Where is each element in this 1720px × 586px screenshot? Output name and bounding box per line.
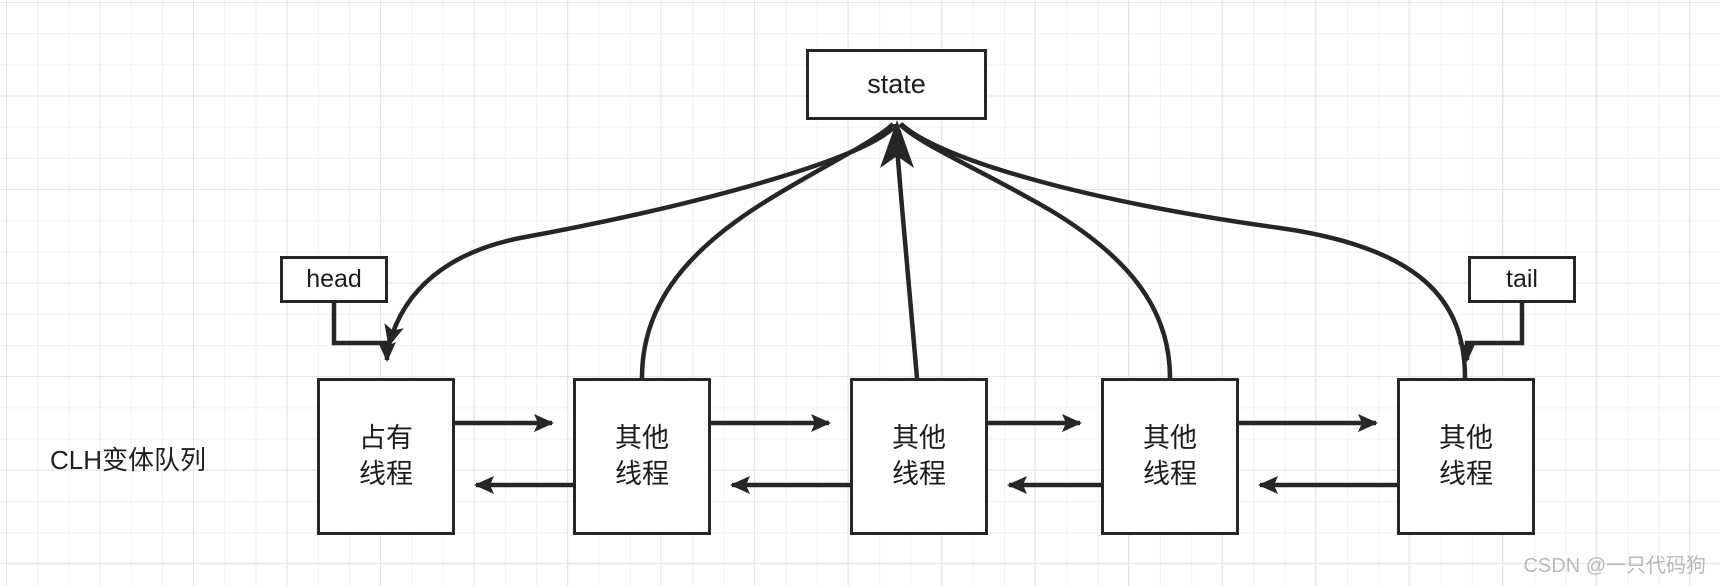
watermark-label: CSDN @一只代码狗 bbox=[1523, 555, 1706, 577]
edge-queue-node-2-to-state bbox=[639, 122, 895, 379]
queue-node-3-label: 其他 线程 bbox=[892, 423, 946, 489]
diagram-title-label: CLH变体队列 bbox=[50, 445, 207, 475]
edge-tail-to-queue-node-5 bbox=[1458, 303, 1525, 362]
node-state-label: state bbox=[867, 68, 926, 99]
node-tail-label: tail bbox=[1506, 265, 1538, 294]
edge-head-to-queue-node-1 bbox=[331, 303, 396, 362]
state-arrowhead-icon bbox=[880, 120, 914, 168]
queue-node-2[interactable]: 其他 线程 bbox=[573, 378, 711, 535]
queue-node-4-label: 其他 线程 bbox=[1143, 423, 1197, 489]
node-state[interactable]: state bbox=[806, 49, 987, 120]
queue-node-2-label: 其他 线程 bbox=[615, 423, 669, 489]
node-head-label: head bbox=[306, 265, 362, 294]
edge-state-to-queue-node-1 bbox=[384, 126, 895, 347]
edge-queue-node-3-to-state bbox=[892, 123, 920, 379]
queue-node-5[interactable]: 其他 线程 bbox=[1397, 378, 1535, 535]
edge-queue-node-5-to-state bbox=[899, 122, 1468, 379]
queue-node-1-label: 占有 线程 bbox=[359, 423, 413, 489]
queue-node-1[interactable]: 占有 线程 bbox=[317, 378, 455, 535]
queue-node-4[interactable]: 其他 线程 bbox=[1101, 378, 1239, 535]
node-head[interactable]: head bbox=[280, 256, 388, 303]
node-tail[interactable]: tail bbox=[1468, 256, 1576, 303]
queue-node-5-label: 其他 线程 bbox=[1439, 423, 1493, 489]
queue-node-3[interactable]: 其他 线程 bbox=[850, 378, 988, 535]
edge-queue-node-4-to-state bbox=[898, 122, 1173, 379]
